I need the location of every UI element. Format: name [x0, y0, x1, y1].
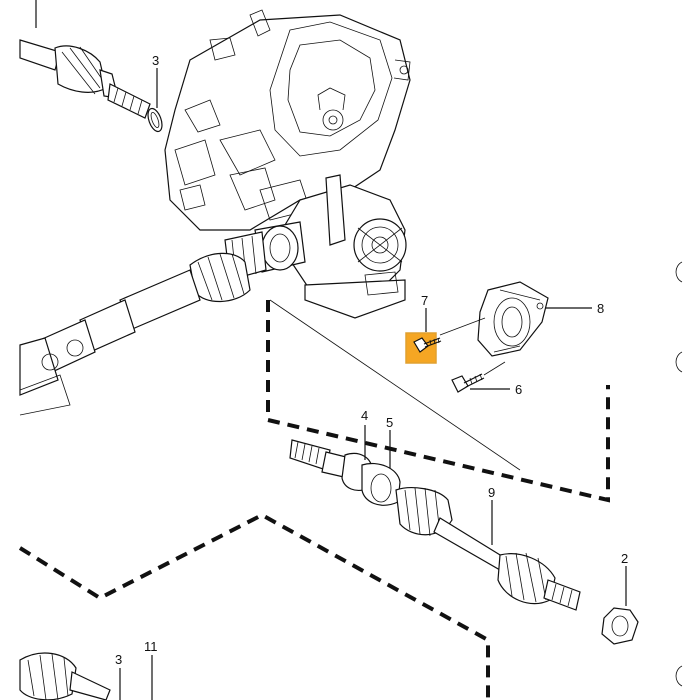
circlip-icon	[147, 107, 163, 133]
edge-mark	[675, 351, 683, 373]
intermediate-shaft	[19, 221, 306, 416]
callout-7: 7	[421, 293, 428, 308]
edge-mark	[675, 261, 683, 283]
callout-5: 5	[386, 415, 393, 430]
edge-mark	[675, 665, 683, 687]
callout-11: 11	[144, 639, 158, 654]
top-left-drive-shaft	[19, 0, 151, 119]
leader-line	[439, 317, 486, 336]
callout-3-bottom: 3	[115, 652, 122, 667]
frame-guide	[269, 299, 521, 471]
callout-9: 9	[488, 485, 495, 500]
drive-shaft-assembly-icon	[289, 439, 581, 611]
callout-2: 2	[621, 551, 628, 566]
callout-4: 4	[361, 408, 368, 423]
callout-6: 6	[515, 382, 522, 397]
bottom-left-shaft-icon	[19, 652, 111, 700]
flange-nut-icon	[601, 607, 639, 645]
assembly-frame-upper	[266, 300, 610, 503]
callout-3-top: 3	[152, 53, 159, 68]
leader-line	[483, 361, 506, 376]
bearing-bracket-icon	[477, 281, 549, 357]
flange-bolt-icon	[451, 373, 485, 393]
assembly-frame-lower	[18, 512, 490, 700]
bolt-icon	[413, 337, 442, 353]
differential-housing-icon	[284, 174, 407, 319]
callout-8: 8	[597, 301, 604, 316]
